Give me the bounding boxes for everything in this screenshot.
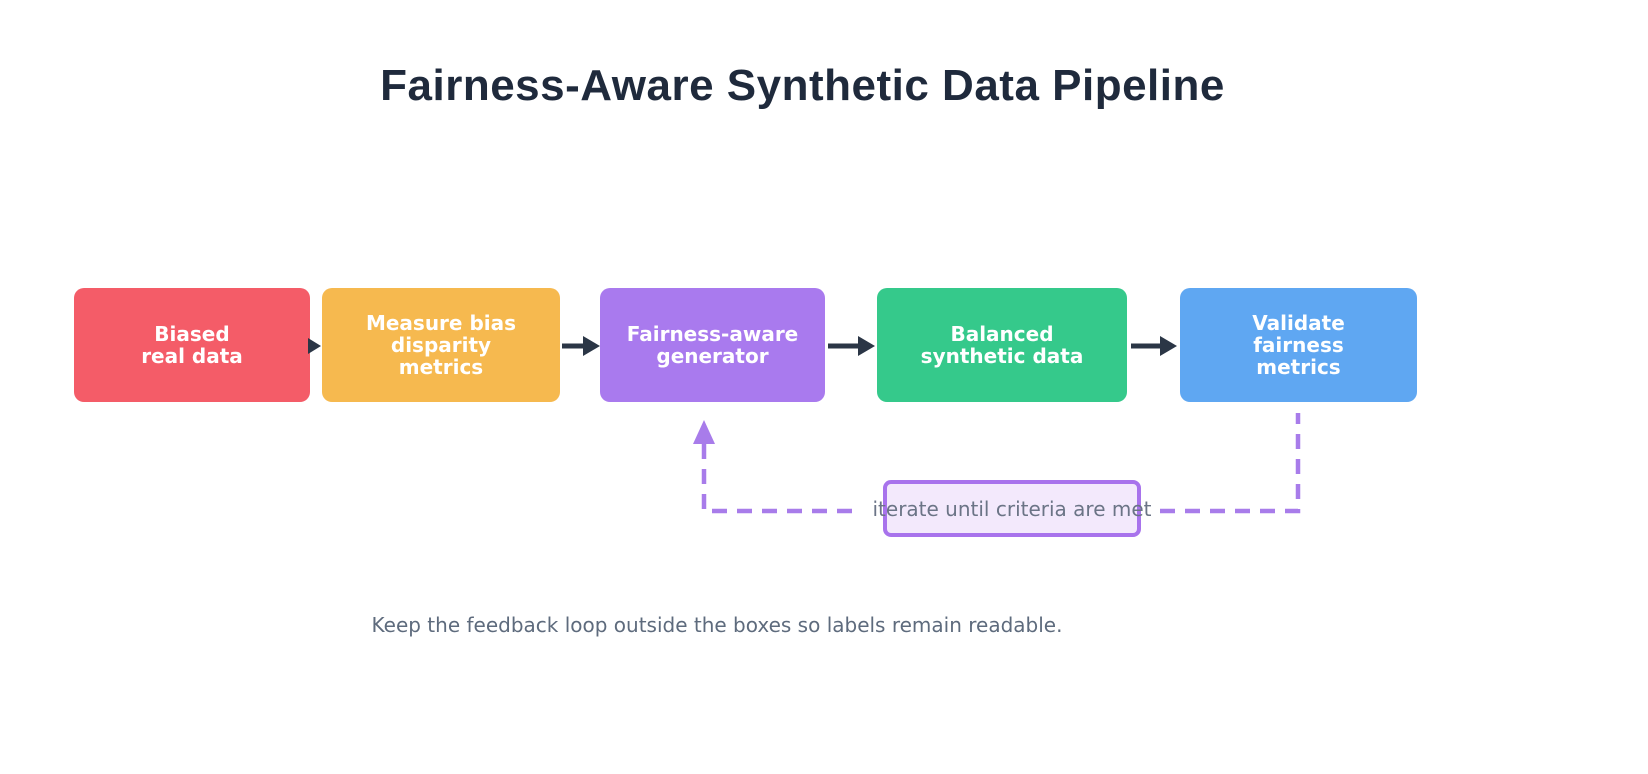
flow-arrowhead-4-icon [1160,336,1177,356]
node-validate-fairness-metrics: Validate fairness metrics [1180,288,1417,402]
node-fairness-aware-generator: Fairness-aware generator [600,288,825,402]
node-balanced-synthetic-data: Balanced synthetic data [877,288,1127,402]
feedback-arrowhead-up-icon [693,420,715,444]
flow-arrowhead-3-icon [858,336,875,356]
node-measure-bias-metrics: Measure bias disparity metrics [322,288,560,402]
caption: Keep the feedback loop outside the boxes… [371,613,1063,637]
node-biased-real-data: Biased real data [74,288,310,402]
flow-arrowhead-2-icon [583,336,600,356]
feedback-label-box: iterate until criteria are met [873,480,1152,537]
feedback-loop-right-path [1160,413,1301,514]
feedback-label: iterate until criteria are met [872,496,1152,521]
diagram-title: Fairness-Aware Synthetic Data Pipeline [380,61,1225,110]
feedback-loop-left-path [701,444,856,514]
